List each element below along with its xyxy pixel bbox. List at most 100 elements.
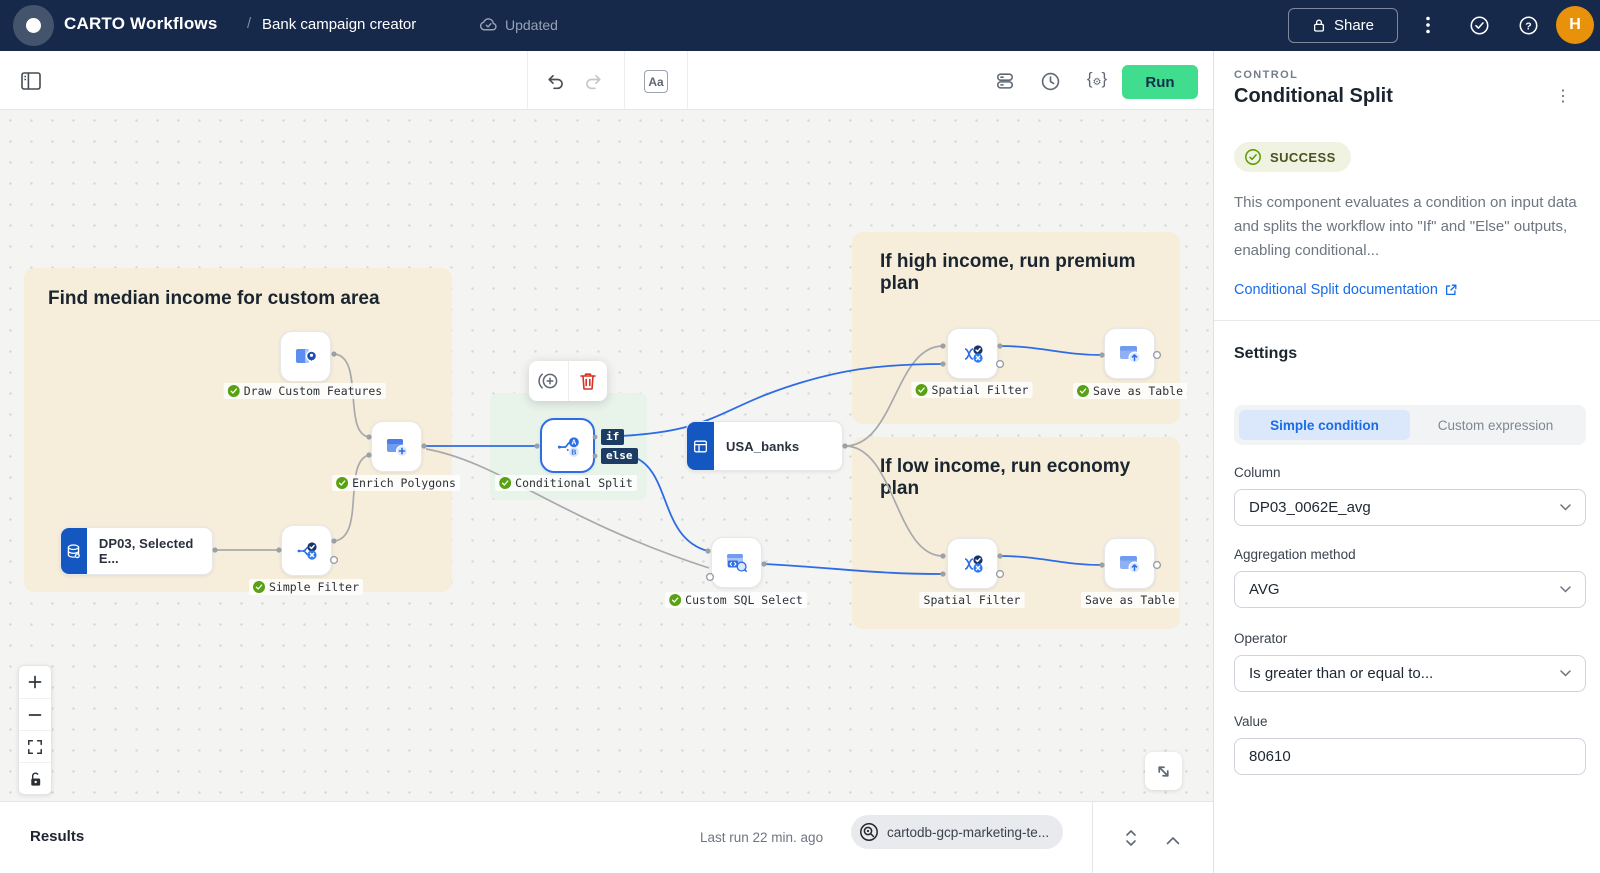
enrich-polygons-icon <box>386 438 408 457</box>
save-as-table-icon <box>1119 345 1141 364</box>
operator-select[interactable]: Is greater than or equal to... <box>1234 655 1586 692</box>
node-actions-toolbar <box>529 361 607 401</box>
success-check-icon <box>336 477 349 489</box>
run-button[interactable]: Run <box>1122 65 1198 99</box>
status-badge: SUCCESS <box>1234 142 1351 172</box>
sync-status: Updated <box>479 15 558 34</box>
node-caption: Simple Filter <box>248 579 364 595</box>
fit-view-icon <box>28 739 42 754</box>
carto-logo[interactable] <box>13 5 54 46</box>
history-clock-icon[interactable] <box>1039 70 1061 92</box>
redo-icon[interactable] <box>581 71 605 91</box>
duplicate-node-button[interactable] <box>529 361 568 401</box>
app-title: CARTO Workflows <box>64 14 218 33</box>
resize-results-icon[interactable] <box>1120 827 1142 849</box>
node-draw-custom-features[interactable] <box>280 331 331 382</box>
conditional-split-icon: A B <box>557 436 579 457</box>
zoom-out-button[interactable] <box>19 698 51 730</box>
components-list-icon[interactable] <box>994 70 1016 92</box>
node-save-as-table-top[interactable] <box>1104 328 1155 379</box>
node-caption: Save as Table <box>1072 383 1188 399</box>
filter-icon <box>964 344 983 363</box>
status-badge-label: SUCCESS <box>1270 149 1336 165</box>
sync-status-label: Updated <box>505 16 558 33</box>
workflow-canvas[interactable]: Find median income for custom area If hi… <box>0 110 1213 801</box>
toggle-sidebar-icon[interactable] <box>20 71 42 91</box>
node-spatial-filter-top[interactable] <box>947 328 998 379</box>
fit-view-button[interactable] <box>19 730 51 762</box>
node-caption: Spatial Filter <box>911 382 1033 398</box>
annotation-title: If high income, run premium plan <box>880 251 1136 295</box>
toolbar-divider <box>527 51 528 110</box>
save-as-table-icon <box>1119 555 1141 574</box>
svg-text:A: A <box>571 439 576 446</box>
more-options-icon[interactable] <box>1420 14 1436 36</box>
node-caption: Conditional Split <box>495 475 637 491</box>
node-caption: Custom SQL Select <box>665 592 807 608</box>
cloud-check-icon <box>479 15 498 34</box>
workflow-title[interactable]: Bank campaign creator <box>262 16 417 33</box>
annotation-title: If low income, run economy plan <box>880 456 1131 500</box>
node-enrich-polygons[interactable] <box>371 421 422 472</box>
if-output-badge[interactable]: if <box>601 429 625 445</box>
filter-icon <box>964 554 983 573</box>
node-dp03-source[interactable]: DP03, Selected E... <box>60 527 213 575</box>
delete-node-button[interactable] <box>567 361 608 401</box>
node-custom-sql-select[interactable] <box>711 537 762 588</box>
external-link-icon <box>1445 284 1457 296</box>
node-spatial-filter-bottom[interactable] <box>947 538 998 589</box>
node-simple-filter[interactable] <box>281 525 332 576</box>
draw-custom-features-icon <box>295 348 317 363</box>
user-avatar[interactable]: H <box>1556 6 1594 44</box>
filter-icon <box>297 541 317 560</box>
documentation-link[interactable]: Conditional Split documentation <box>1234 282 1458 298</box>
success-status-icon <box>1245 149 1261 165</box>
node-save-as-table-bottom[interactable] <box>1104 538 1155 589</box>
sql-parameters-icon[interactable]: {⚙} <box>1086 69 1108 88</box>
node-conditional-split[interactable]: A B <box>540 418 595 473</box>
results-title: Results <box>30 828 85 845</box>
undo-icon[interactable] <box>543 71 567 91</box>
help-icon[interactable]: ? <box>1517 14 1539 36</box>
annotation-text-icon[interactable]: Aa <box>644 70 668 93</box>
annotation-title: Find median income for custom area <box>48 288 380 309</box>
condition-mode-tabs: Simple condition Custom expression <box>1234 405 1586 445</box>
collapse-results-icon[interactable] <box>1162 829 1184 851</box>
component-settings-panel: CONTROL Conditional Split ⋮ SUCCESS This… <box>1213 51 1600 873</box>
panel-more-options-icon[interactable]: ⋮ <box>1555 88 1571 105</box>
aggregation-select[interactable]: AVG <box>1234 571 1586 608</box>
component-title: Conditional Split <box>1234 85 1393 107</box>
connection-chip[interactable]: cartodb-gcp-marketing-te... <box>851 815 1064 849</box>
trash-icon <box>579 373 596 390</box>
table-node-color-block <box>687 422 714 470</box>
success-check-icon <box>252 581 265 593</box>
lock-canvas-button[interactable] <box>19 762 51 794</box>
success-check-icon <box>915 384 928 396</box>
last-run-status: Last run 22 min. ago <box>700 830 824 845</box>
bigquery-connection-icon <box>860 823 878 841</box>
value-input[interactable] <box>1234 738 1586 775</box>
tab-simple-condition[interactable]: Simple condition <box>1239 410 1410 440</box>
plus-icon <box>28 675 42 689</box>
validation-check-icon[interactable] <box>1468 14 1490 36</box>
success-check-icon <box>499 477 512 489</box>
toolbar-divider <box>624 51 625 110</box>
tab-custom-expression[interactable]: Custom expression <box>1437 417 1554 433</box>
svg-text:?: ? <box>1525 20 1531 32</box>
node-usa-banks[interactable]: USA_banks <box>686 421 843 471</box>
expand-canvas-button[interactable] <box>1145 752 1182 790</box>
column-select[interactable]: DP03_0062E_avg <box>1234 489 1586 526</box>
node-caption: Draw Custom Features <box>223 383 387 399</box>
node-label: USA_banks <box>726 438 800 454</box>
settings-heading: Settings <box>1234 345 1298 362</box>
zoom-controls <box>18 665 52 795</box>
zoom-in-button[interactable] <box>19 666 51 698</box>
carto-logo-dot <box>26 18 41 33</box>
else-output-badge[interactable]: else <box>601 448 638 464</box>
success-check-icon <box>227 385 240 397</box>
top-bar: CARTO Workflows / Bank campaign creator … <box>0 0 1600 51</box>
minus-icon <box>28 713 42 716</box>
share-button[interactable]: Share <box>1288 8 1398 43</box>
toolbar-divider <box>687 51 688 110</box>
